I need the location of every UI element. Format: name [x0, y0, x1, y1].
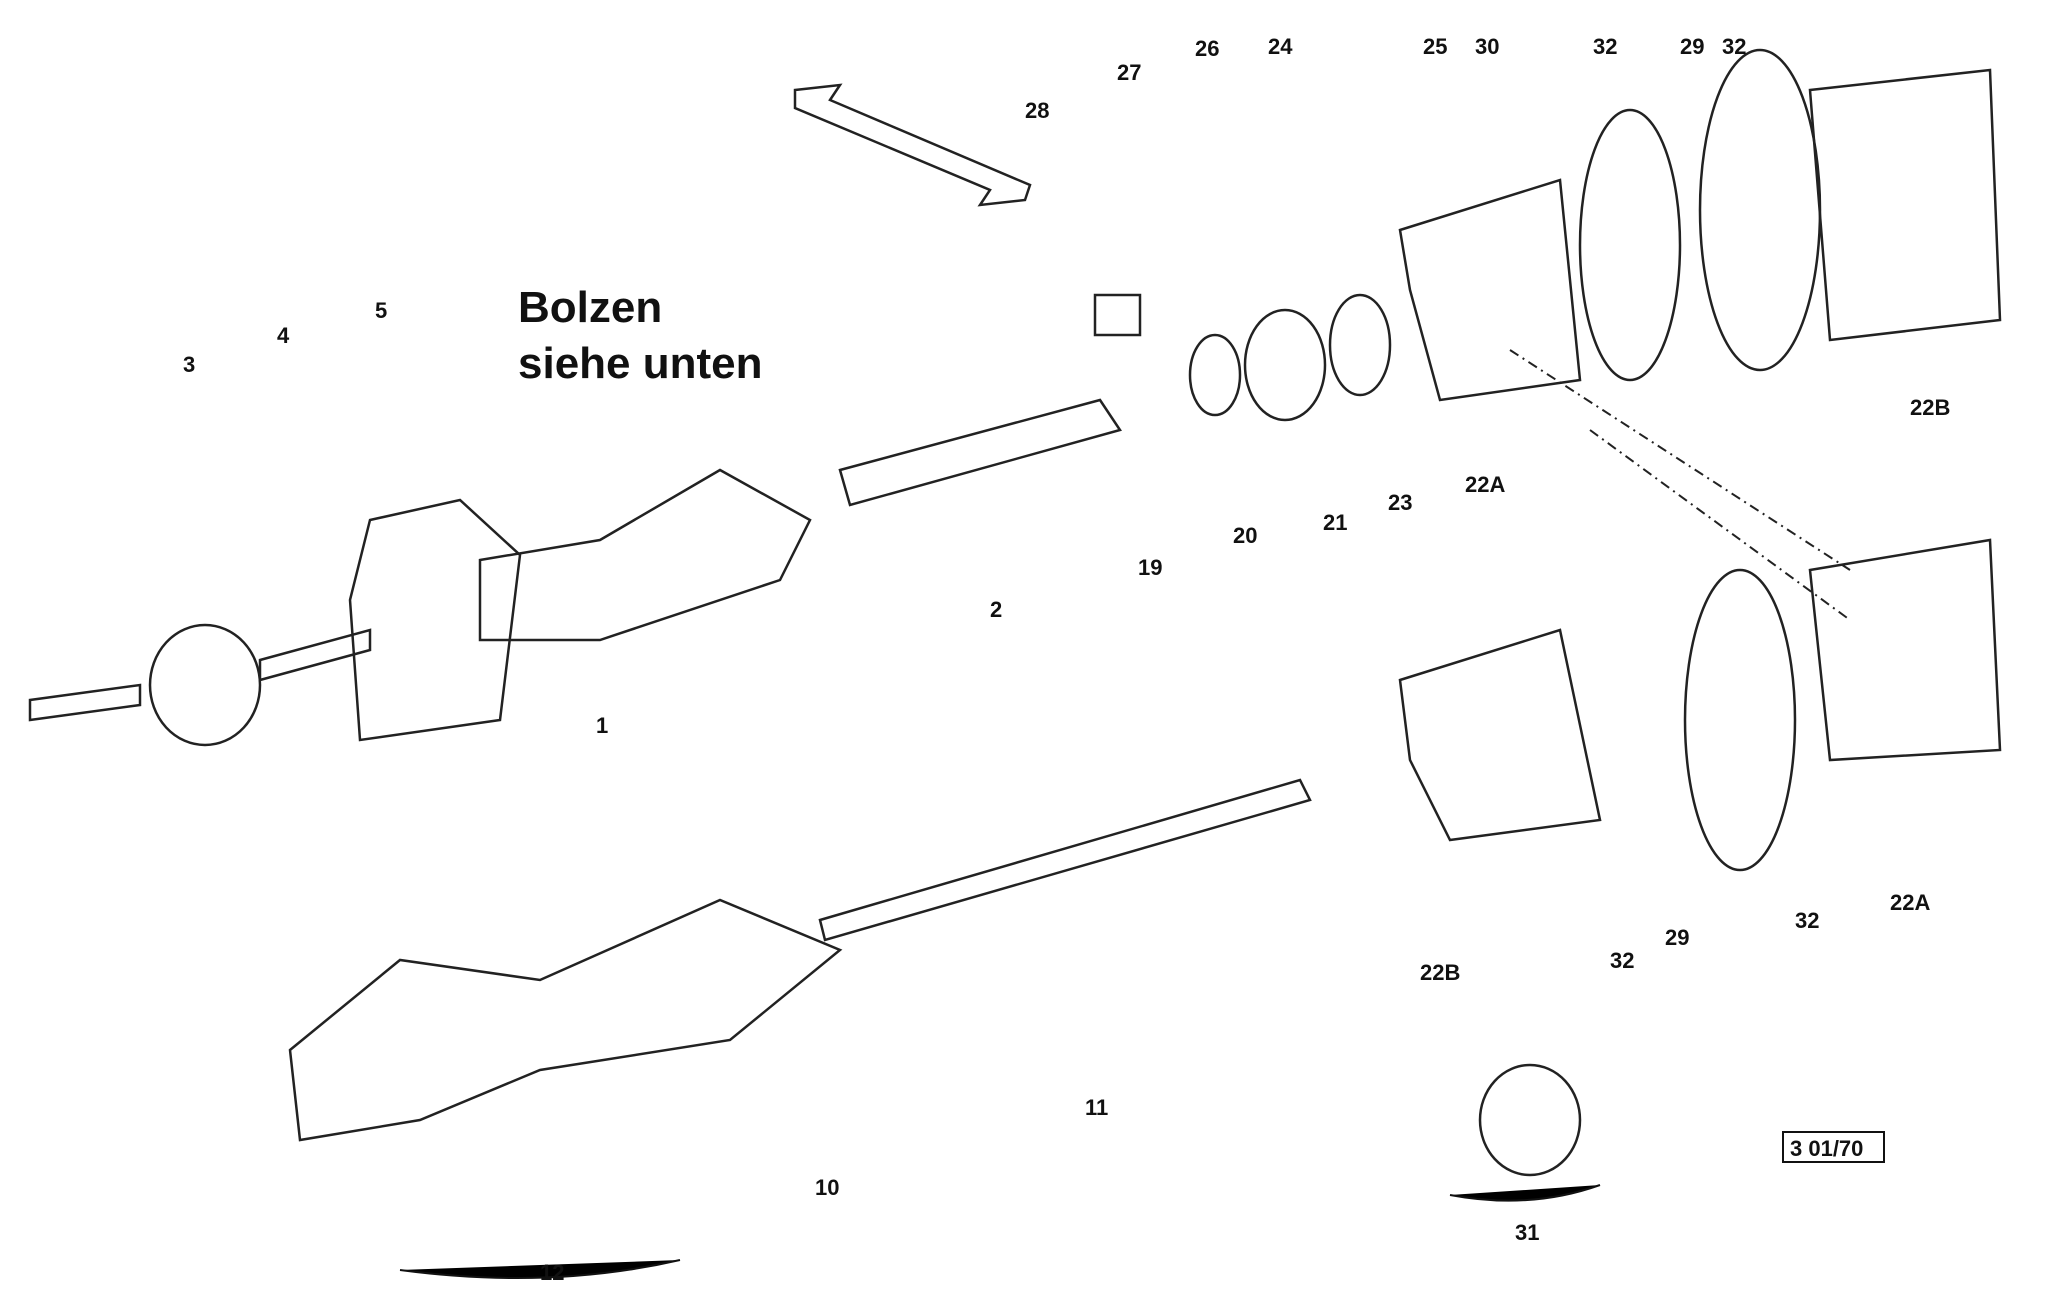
- label-21: 21: [1323, 510, 1347, 535]
- seal-32: [1578, 108, 1682, 382]
- label-22a: 22A: [1465, 472, 1505, 497]
- label-10: 10: [815, 1175, 839, 1200]
- suspension-arm-lower: [288, 898, 843, 1142]
- label-24: 24: [1268, 34, 1293, 59]
- ring-21: [1328, 293, 1392, 397]
- label-5: 5: [375, 298, 387, 323]
- drawing-number-box: [1782, 1131, 1885, 1163]
- label-29: 29: [1680, 34, 1704, 59]
- label-4: 4: [277, 323, 290, 348]
- suspension-arm-upper: [348, 468, 812, 742]
- label-22b-lower: 22B: [1420, 960, 1460, 985]
- label-28: 28: [1025, 98, 1049, 123]
- label-30: 30: [1475, 34, 1499, 59]
- label-32-top-b: 32: [1722, 34, 1746, 59]
- tie-rod-2: [838, 398, 1122, 507]
- note-line1: Bolzen: [518, 283, 662, 332]
- boot-kit-31: [1478, 1063, 1582, 1177]
- label-29-lower: 29: [1665, 925, 1689, 950]
- drive-shaft-11: [818, 778, 1312, 942]
- label-11: 11: [1085, 1095, 1108, 1120]
- label-32-top-a: 32: [1593, 34, 1617, 59]
- label-27: 27: [1117, 60, 1141, 85]
- direction-arrow: [793, 83, 1032, 207]
- label-12: 12: [540, 1260, 564, 1285]
- label-3: 3: [183, 352, 195, 377]
- label-31: 31: [1515, 1220, 1539, 1245]
- housing-22a: [1398, 178, 1582, 402]
- label-22a-lower: 22A: [1890, 890, 1930, 915]
- label-25: 25: [1423, 34, 1447, 59]
- label-23: 23: [1388, 490, 1412, 515]
- label-1: 1: [596, 713, 608, 738]
- ring-19: [1188, 333, 1242, 417]
- label-20: 20: [1233, 523, 1257, 548]
- label-22b: 22B: [1910, 395, 1950, 420]
- label-32-lower-a: 32: [1610, 948, 1634, 973]
- ring-32-lower: [1683, 568, 1797, 872]
- label-2: 2: [990, 597, 1002, 622]
- boot-20: [1243, 308, 1327, 422]
- drawing-number: 3 01/70: [1790, 1136, 1863, 1161]
- bracket-28: [1093, 293, 1142, 337]
- housing-22b-lower: [1398, 628, 1602, 842]
- drive-shaft-upper: [28, 623, 372, 747]
- label-32-lower-b: 32: [1795, 908, 1819, 933]
- note-line2: siehe unten: [518, 339, 763, 388]
- cover-22b: [1808, 68, 2002, 342]
- label-26: 26: [1195, 36, 1219, 61]
- cover-22a-lower: [1808, 538, 2002, 762]
- label-19: 19: [1138, 555, 1162, 580]
